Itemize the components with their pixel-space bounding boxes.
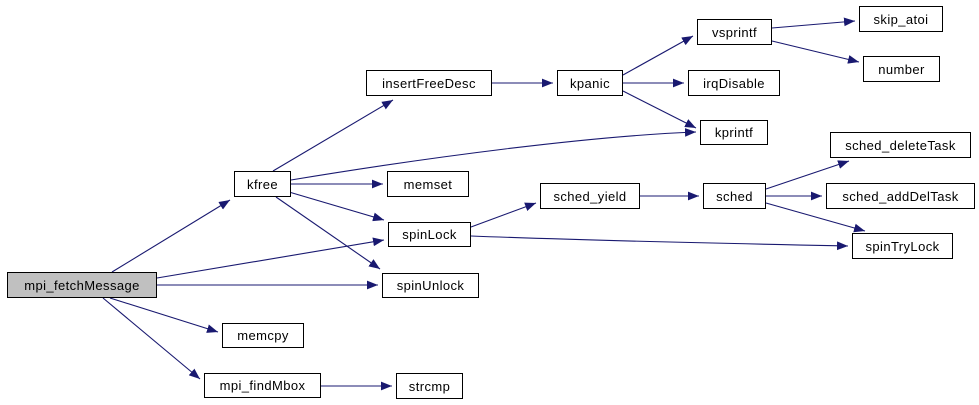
node-label: memcpy [237,328,289,343]
node-label: kprintf [714,125,754,140]
node-label: kpanic [570,75,610,91]
node-kfree[interactable]: kfree [234,171,291,197]
edge-mpi_fetchMessage-kfree [111,199,231,273]
node-insertFreeDesc[interactable]: insertFreeDesc [366,70,492,96]
edge-sched-sched_deleteTask [765,160,850,190]
node-kpanic[interactable]: kpanic [557,70,623,96]
node-memcpy[interactable]: memcpy [222,323,304,348]
node-spinUnlock[interactable]: spinUnlock [382,273,479,298]
node-sched_yield[interactable]: sched_yield [540,183,640,209]
node-label: spinTryLock [865,238,940,254]
node-kprintf[interactable]: kprintf [700,120,768,145]
node-sched[interactable]: sched [703,183,766,209]
node-label: spinUnlock [396,278,465,293]
node-label: sched_yield [553,188,627,204]
edge-spinLock-sched_yield [470,202,537,228]
node-label: sched [716,188,753,204]
edge-kpanic-vsprintf [622,35,694,76]
node-sched_addDelTask[interactable]: sched_addDelTask [826,183,975,209]
node-mpi_fetchMessage[interactable]: mpi_fetchMessage [7,272,157,298]
node-mpi_findMbox[interactable]: mpi_findMbox [204,373,321,398]
node-label: vsprintf [711,24,758,40]
edge-spinLock-spinTryLock [470,235,849,251]
node-label: irqDisable [703,75,765,91]
node-label: strcmp [408,378,451,394]
edge-vsprintf-number [771,40,860,64]
node-label: skip_atoi [873,11,929,27]
edge-mpi_fetchMessage-memcpy [109,297,219,333]
node-label: kfree [247,176,278,192]
edge-sched-spinTryLock [765,202,866,233]
edge-kfree-spinLock [288,191,385,222]
node-label: mpi_findMbox [219,378,306,393]
edge-kfree-spinUnlock [275,196,381,270]
node-label: number [878,61,925,77]
node-spinTryLock[interactable]: spinTryLock [852,233,953,259]
node-vsprintf[interactable]: vsprintf [697,19,772,45]
edge-kfree-kprintf [290,128,697,181]
node-spinLock[interactable]: spinLock [388,222,471,247]
edge-kpanic-kprintf [622,90,697,129]
node-label: sched_addDelTask [842,188,959,204]
edge-vsprintf-skip_atoi [771,17,856,29]
node-memset[interactable]: memset [387,171,469,197]
node-strcmp[interactable]: strcmp [396,373,463,399]
node-skip_atoi[interactable]: skip_atoi [859,6,943,32]
edge-mpi_fetchMessage-mpi_findMbox [102,297,201,380]
node-label: spinLock [402,227,457,242]
edge-mpi_fetchMessage-spinLock [156,237,385,279]
node-label: memset [403,176,453,192]
node-irqDisable[interactable]: irqDisable [688,70,780,96]
node-label: insertFreeDesc [382,75,476,91]
node-sched_deleteTask[interactable]: sched_deleteTask [830,132,971,158]
node-number[interactable]: number [863,56,940,82]
node-label: mpi_fetchMessage [24,277,140,293]
node-label: sched_deleteTask [845,137,956,153]
edge-kfree-insertFreeDesc [272,99,394,172]
